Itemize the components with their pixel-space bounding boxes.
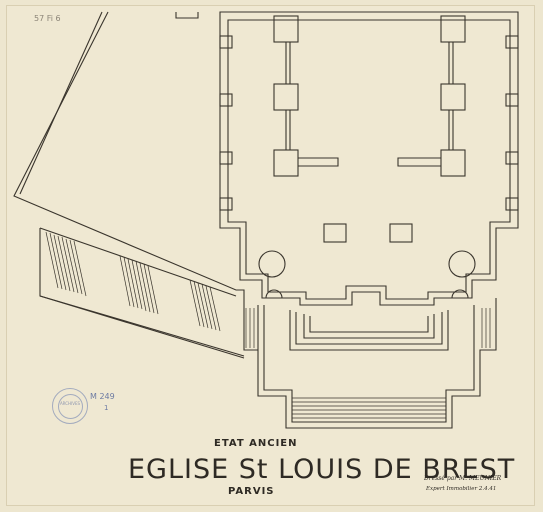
archive-code: M 249 xyxy=(90,392,115,401)
front-pier-left xyxy=(323,223,347,243)
pier-left-2 xyxy=(273,83,299,111)
author-line-1: Dressé par M. MEUNIER xyxy=(424,475,502,482)
author-line-2: Expert Immobilier 2.4.41 xyxy=(426,486,497,492)
parvis-left-edge xyxy=(13,11,258,351)
reference-number: 57 Fi 6 xyxy=(34,14,61,23)
archive-stamp: ARCHIVES xyxy=(52,388,88,424)
tower-left xyxy=(258,250,286,278)
paper-border xyxy=(6,5,535,506)
archive-stamp-inner xyxy=(58,394,83,419)
pier-left-3 xyxy=(273,149,299,177)
drawing-subtitle: PARVIS xyxy=(228,486,275,497)
front-pier-right xyxy=(389,223,413,243)
pier-right-2 xyxy=(440,83,466,111)
state-label: ETAT ANCIEN xyxy=(214,438,298,449)
tower-right xyxy=(448,250,476,278)
terrace-outer xyxy=(257,298,497,429)
drawing-title: EGLISE St LOUIS DE BREST xyxy=(128,454,516,485)
archive-stamp-text: ARCHIVES xyxy=(59,401,81,406)
archive-sub-code: 1 xyxy=(104,404,109,412)
pier-right-3 xyxy=(440,149,466,177)
nave-wall-inner xyxy=(227,19,511,300)
nave-wall xyxy=(219,11,519,306)
